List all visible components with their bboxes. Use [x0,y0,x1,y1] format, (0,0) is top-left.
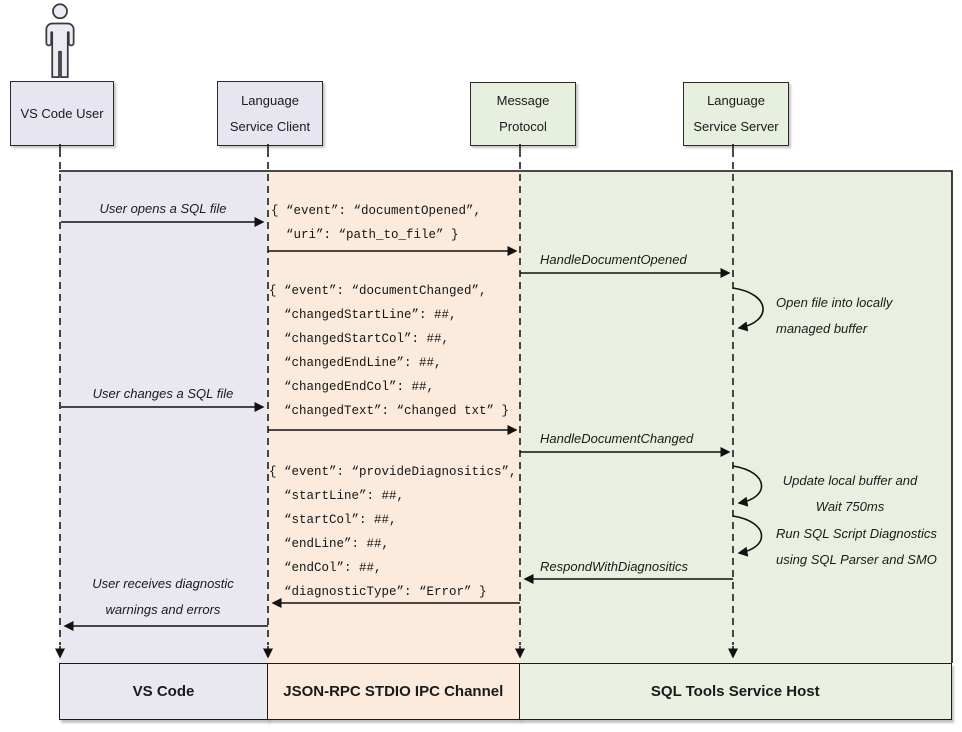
ipc-lane-band [268,171,520,663]
label-respond-with-diagnostics: RespondWithDiagnositics [540,559,689,574]
label-open-file-buffer: Open file into locally managed buffer [776,295,893,336]
participant-message-protocol: Message Protocol [470,82,576,146]
participant-label: VS Code User [20,105,104,121]
participant-label: Service Client [229,118,311,134]
participant-label: Message [496,93,550,108]
participant-language-service-client: Language Service Client [217,81,323,146]
label-handle-document-changed: HandleDocumentChanged [540,431,694,446]
footer-vscode: VS Code [59,663,268,720]
lane-frame-line [59,170,953,663]
participant-vscode-user: VS Code User [10,81,114,146]
lifelines [55,144,738,659]
participant-label: Service Server [693,119,779,134]
label-user-receives: User receives diagnostic warnings and er… [92,576,234,617]
message-arrows [61,217,764,631]
payload-document-changed: { “event”: “documentChanged”, “changedSt… [269,284,510,418]
footer-label: VS Code [132,683,195,700]
footer-sql-tools-service-host: SQL Tools Service Host [518,663,952,720]
self-loop-run-diagnostics [732,515,763,557]
label-user-opens-file: User opens a SQL file [99,201,227,216]
label-update-buffer: Update local buffer and Wait 750ms [782,473,918,514]
participant-label: Protocol [499,119,547,134]
payload-provide-diagnostics: { “event”: “provideDiagnositics”, “start… [269,465,517,599]
label-run-diagnostics: Run SQL Script Diagnostics using SQL Par… [776,526,937,567]
label-user-changes-file: User changes a SQL file [92,386,234,401]
participant-language-service-server: Language Service Server [683,82,789,146]
vscode-lane-band [59,171,268,663]
participant-label: Language [707,93,765,108]
self-loop-update-buffer [732,465,763,507]
payload-document-opened: { “event”: “documentOpened”, “uri”: “pat… [271,204,482,242]
person-icon [45,3,75,78]
self-loop-open-file-buffer [732,287,764,332]
label-handle-document-opened: HandleDocumentOpened [540,252,687,267]
participant-label: Language [241,92,299,108]
service-host-lane-band [520,171,952,663]
footer-label: JSON-RPC STDIO IPC Channel [283,683,504,700]
footer-json-rpc-channel: JSON-RPC STDIO IPC Channel [266,663,520,720]
footer-label: SQL Tools Service Host [650,683,820,700]
